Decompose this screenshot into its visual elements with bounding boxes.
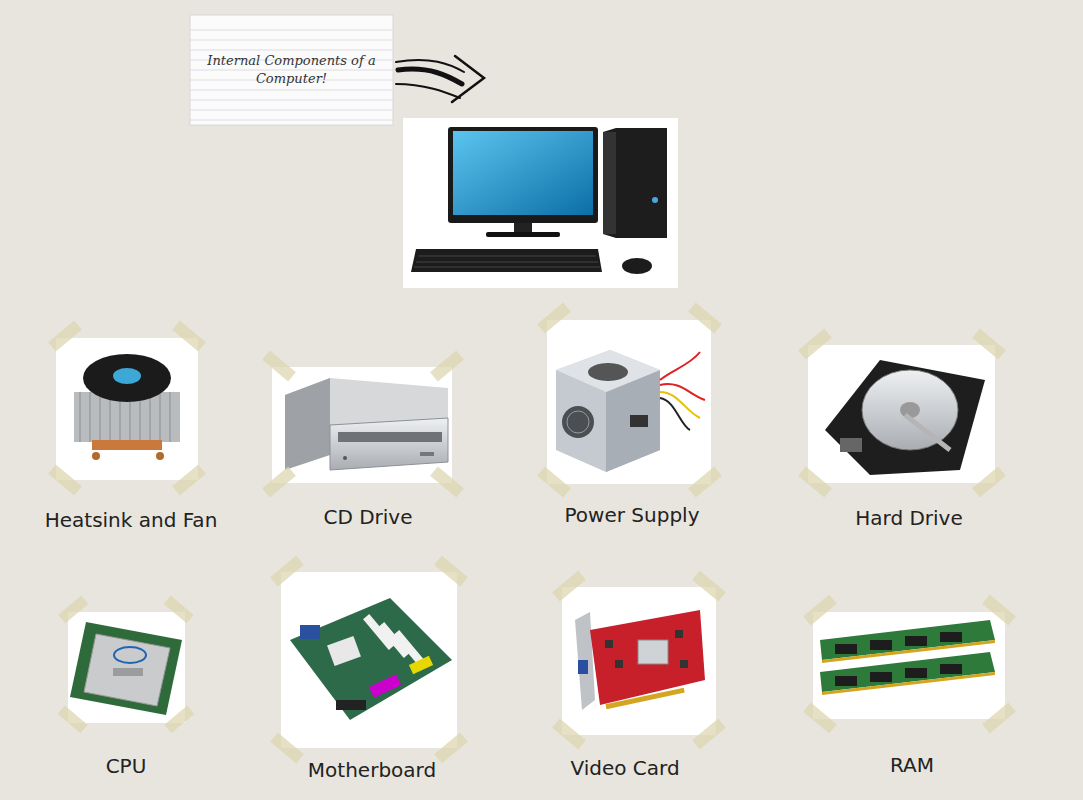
tape: [48, 302, 1016, 763]
title-card: [190, 15, 393, 125]
part-label: Power Supply: [565, 503, 700, 527]
part-label: RAM: [890, 753, 934, 777]
part-label: Heatsink and Fan: [45, 508, 218, 532]
computer-picture: [403, 118, 678, 288]
cd-drive-photo: [272, 367, 452, 483]
power-supply-photo: [547, 320, 711, 484]
ram-photo: [813, 612, 1005, 719]
part-label: Video Card: [570, 756, 679, 780]
title-card-text-box: Internal Components of a Computer!: [198, 22, 385, 118]
part-label: CPU: [106, 754, 147, 778]
heatsink-photo: [56, 338, 198, 480]
hard-drive-photo: [808, 345, 995, 483]
part-label: Motherboard: [308, 758, 436, 782]
title: Internal Components of a Computer!: [198, 52, 385, 88]
video-card-photo: [562, 587, 716, 735]
motherboard-photo: [281, 572, 457, 748]
part-label: Hard Drive: [855, 506, 963, 530]
part-label: CD Drive: [323, 505, 412, 529]
cpu-photo: [68, 612, 185, 723]
pointer-arrow: [396, 56, 484, 102]
